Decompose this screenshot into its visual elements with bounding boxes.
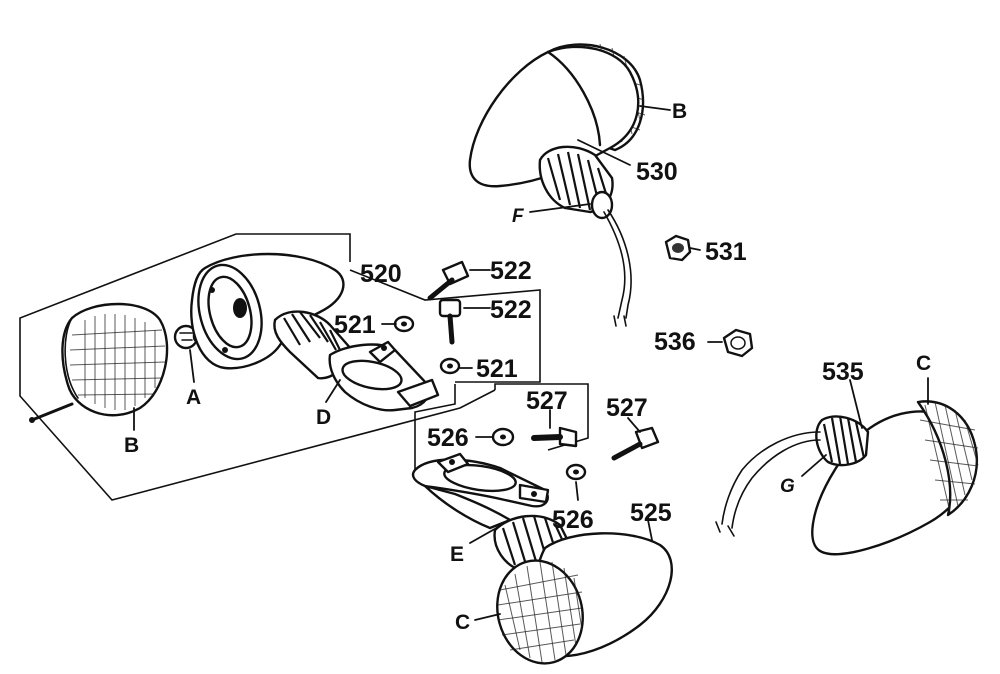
label-531: 531 bbox=[705, 238, 747, 266]
label-522-upper: 522 bbox=[490, 257, 532, 285]
leader-b-upper bbox=[639, 105, 671, 111]
leader-c-lower bbox=[474, 613, 501, 621]
housing-530 bbox=[468, 45, 640, 327]
label-a: A bbox=[186, 386, 201, 409]
label-527-lower: 527 bbox=[606, 394, 648, 422]
label-e: E bbox=[450, 543, 464, 566]
nut-526-upper bbox=[491, 427, 515, 447]
leader-530 bbox=[577, 139, 631, 166]
label-b-left: B bbox=[124, 434, 139, 457]
group-outline-525-left bbox=[414, 384, 456, 470]
bracket-e bbox=[411, 452, 550, 530]
group-outline-520 bbox=[19, 233, 496, 501]
nut-526-lower bbox=[565, 463, 587, 481]
leader-f bbox=[529, 203, 591, 213]
label-522-lower: 522 bbox=[490, 296, 532, 324]
label-527-upper: 527 bbox=[526, 387, 568, 415]
label-g: G bbox=[780, 476, 795, 497]
leader-526-lower bbox=[575, 481, 579, 501]
nut-521-lower bbox=[439, 357, 461, 375]
group-bracket-522-521 bbox=[349, 269, 541, 383]
bolt-522-upper bbox=[427, 260, 470, 301]
label-520: 520 bbox=[360, 260, 402, 288]
label-521-upper: 521 bbox=[334, 311, 376, 339]
lens-c-lower bbox=[496, 559, 584, 665]
nut-531 bbox=[664, 234, 692, 262]
bolt-527-lower bbox=[611, 426, 660, 461]
lens-screw bbox=[29, 402, 74, 423]
label-c-right: C bbox=[916, 352, 931, 375]
label-535: 535 bbox=[822, 358, 864, 386]
leader-d bbox=[325, 379, 341, 403]
label-d: D bbox=[316, 406, 331, 429]
label-525: 525 bbox=[630, 499, 672, 527]
label-c-lower: C bbox=[455, 611, 470, 634]
label-530: 530 bbox=[636, 158, 678, 186]
lens-b-left bbox=[61, 302, 169, 417]
label-521-lower: 521 bbox=[476, 355, 518, 383]
bolt-522-lower bbox=[438, 298, 462, 345]
label-526-upper: 526 bbox=[427, 424, 469, 452]
housing-535 bbox=[715, 400, 979, 556]
bolt-527-upper bbox=[531, 426, 578, 448]
label-526-lower: 526 bbox=[552, 506, 594, 534]
leader-525 bbox=[647, 519, 653, 541]
nut-521-upper bbox=[393, 315, 415, 333]
label-b-upper: B bbox=[672, 100, 687, 123]
leader-527-lower bbox=[627, 417, 641, 433]
nut-536 bbox=[722, 328, 754, 358]
leader-g bbox=[801, 454, 827, 477]
housing-520 bbox=[190, 252, 440, 412]
leader-531 bbox=[689, 247, 701, 251]
leader-a bbox=[189, 349, 195, 383]
leader-e bbox=[469, 525, 501, 544]
label-f: F bbox=[512, 206, 525, 227]
leader-535 bbox=[849, 379, 863, 429]
label-536: 536 bbox=[654, 328, 696, 356]
